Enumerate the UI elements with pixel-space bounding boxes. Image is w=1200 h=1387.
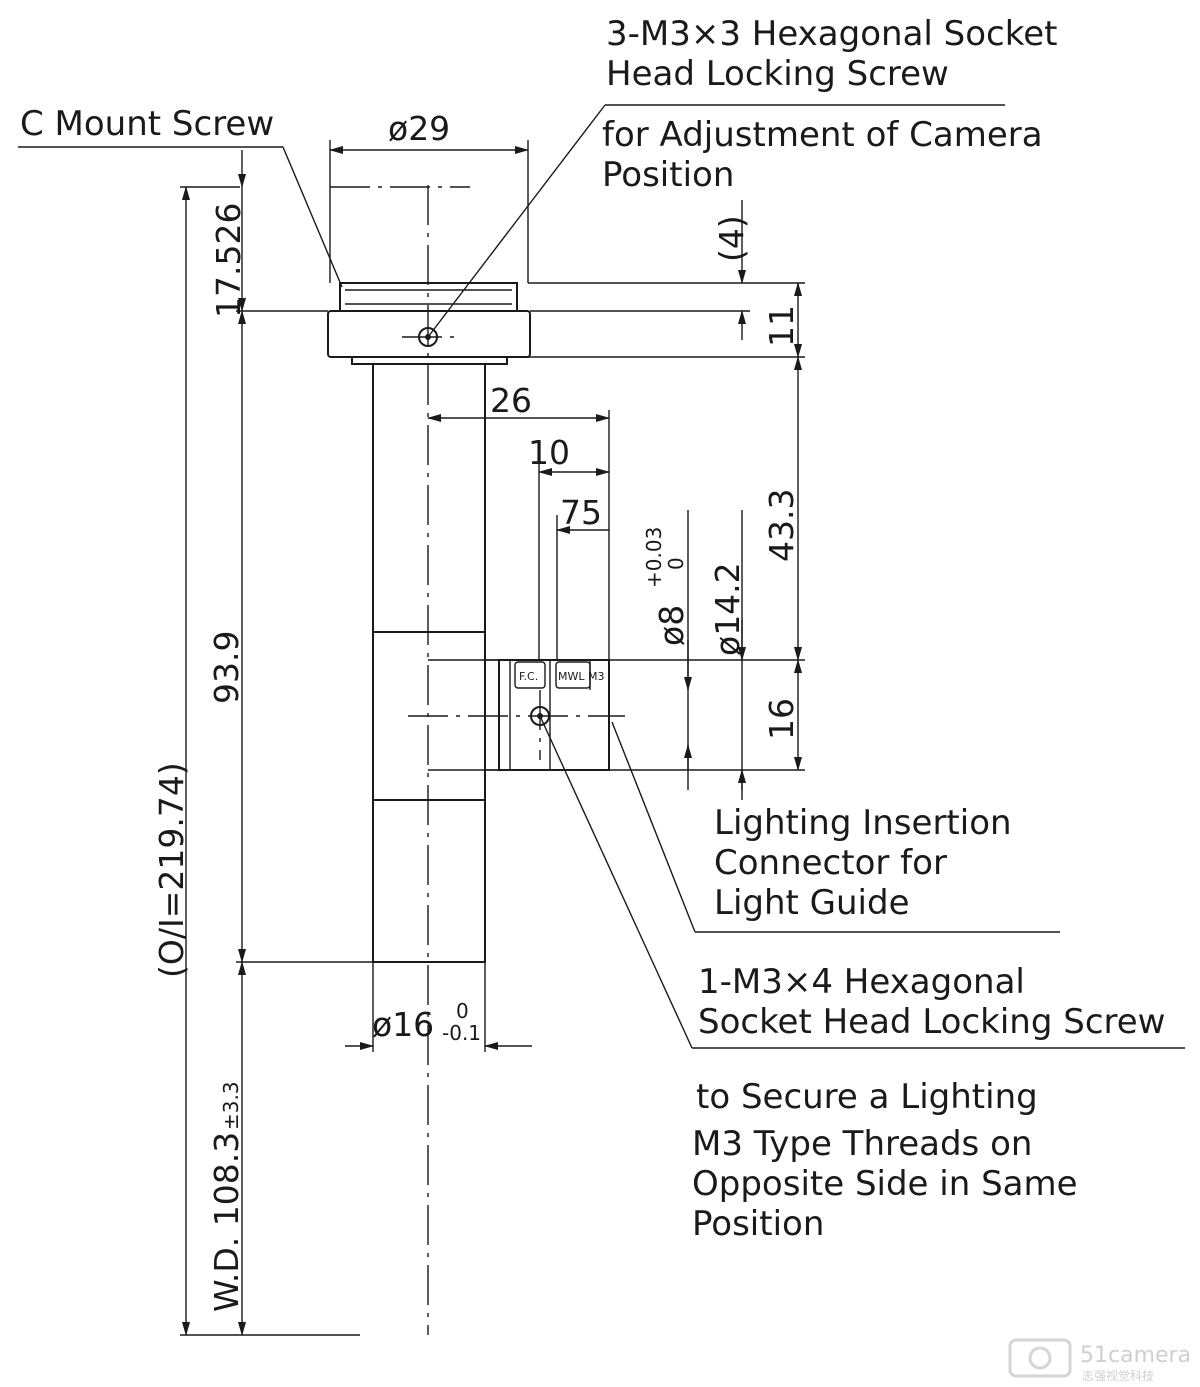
top-screw-label-line2: Head Locking Screw xyxy=(606,54,949,94)
dim-d8-tol-upper: +0.03 xyxy=(642,527,666,588)
extension-lines xyxy=(180,140,805,1336)
threads-label-line2: Opposite Side in Same xyxy=(692,1164,1078,1204)
dim-17-526: 17.526 xyxy=(209,203,248,318)
threads-label-line3: Position xyxy=(692,1204,824,1244)
watermark: 51camera 志强视觉科技 xyxy=(1008,1338,1191,1383)
callout-labels: 3-M3×3 Hexagonal Socket Head Locking Scr… xyxy=(20,14,1165,1244)
dim-d16: ø16 xyxy=(372,1005,434,1044)
side-screw-label-line2: Socket Head Locking Screw xyxy=(698,1002,1165,1042)
mwl-mark: MWL M3 xyxy=(558,670,604,683)
dim-16: 16 xyxy=(762,698,801,740)
watermark-logo-icon xyxy=(1008,1338,1072,1378)
dim-d14-2: ø14.2 xyxy=(708,562,747,656)
lens-barrel xyxy=(372,363,486,963)
lighting-label-line3: Light Guide xyxy=(714,883,910,923)
dim-wd-tol: ±3.3 xyxy=(219,1081,243,1130)
dim-d8: ø8 xyxy=(652,605,691,646)
dim-26: 26 xyxy=(490,381,532,420)
dim-d16-tol-lower: -0.1 xyxy=(442,1021,481,1045)
dimension-lines xyxy=(182,146,802,1336)
dim-11: 11 xyxy=(762,305,801,347)
top-screw-purpose-line1: for Adjustment of Camera xyxy=(602,115,1043,155)
dim-75: 75 xyxy=(560,493,602,532)
top-screw-purpose-line2: Position xyxy=(602,155,734,195)
lens-body: F.C. MWL M3 xyxy=(327,282,610,963)
dim-d8-tol-lower: 0 xyxy=(664,557,688,570)
leader-lines xyxy=(18,104,1185,1049)
dim-d29: ø29 xyxy=(388,109,450,148)
watermark-tagline: 志强视觉科技 xyxy=(1082,1368,1154,1383)
c-mount-label: C Mount Screw xyxy=(20,104,274,144)
fc-mark: F.C. xyxy=(519,670,538,683)
dim-wd: W.D. 108.3 xyxy=(207,1132,246,1312)
dim-43-3: 43.3 xyxy=(762,489,801,562)
lighting-label-line1: Lighting Insertion xyxy=(714,803,1012,843)
watermark-brand: 51camera xyxy=(1080,1343,1191,1368)
dim-93-9: 93.9 xyxy=(207,631,246,704)
lighting-label-line2: Connector for xyxy=(714,843,947,883)
side-screw-purpose: to Secure a Lighting xyxy=(696,1077,1038,1117)
dim-4: (4) xyxy=(712,215,751,262)
dim-10: 10 xyxy=(528,433,570,472)
dim-d16-tol-upper: 0 xyxy=(456,999,469,1023)
dimension-texts: ø29 17.526 (4) 11 26 10 75 43.3 ø8 +0.03… xyxy=(152,109,801,1312)
side-screw-label-line1: 1-M3×4 Hexagonal xyxy=(698,962,1025,1002)
top-screw-label-line1: 3-M3×3 Hexagonal Socket xyxy=(606,14,1057,54)
threads-label-line1: M3 Type Threads on xyxy=(692,1124,1032,1164)
dim-oi: (O/I=219.74) xyxy=(152,762,191,978)
